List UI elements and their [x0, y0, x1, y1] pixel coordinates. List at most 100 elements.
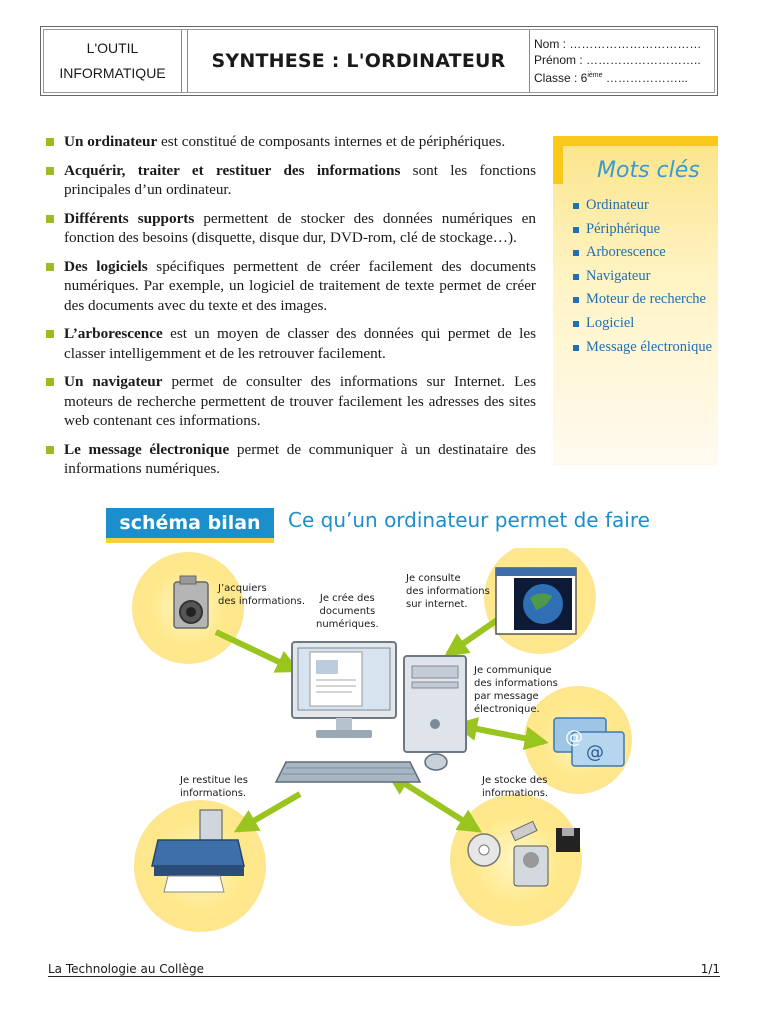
arrow-internet [444, 615, 502, 657]
bullet-square-icon [46, 445, 54, 454]
list-item-text: permet de consulter des informations sur… [64, 373, 536, 429]
schema-title: Ce qu’un ordinateur permet de faire [288, 508, 650, 532]
label-line: Je consulte [406, 573, 461, 584]
mouse-icon [424, 753, 448, 771]
label-consult: Je consulte des informations sur interne… [406, 572, 490, 611]
storage-icon [467, 820, 580, 887]
keywords-box: Mots clés Ordinateur Périphérique Arbore… [553, 136, 718, 466]
list-item-bold: Un navigateur [64, 373, 163, 390]
svg-text:@: @ [565, 727, 583, 748]
list-item-bold: Des logiciels [64, 257, 148, 275]
list-item-bold: L’arborescence [64, 325, 163, 342]
label-line: J’acquiers [218, 583, 267, 594]
label-line: par message [474, 691, 539, 702]
label-line: des informations [474, 678, 558, 689]
bullet-square-icon [46, 330, 54, 338]
label-line: informations. [482, 788, 549, 799]
header-frame: L'OUTIL INFORMATIQUE SYNTHESE : L'ORDINA… [43, 29, 715, 93]
list-item-text: permettent de stocker des données numéri… [64, 209, 537, 247]
keyword-item: Navigateur [573, 265, 712, 289]
student-info: Nom : …………………………… Prénom : ……………………….. C… [530, 30, 714, 92]
list-item-bold: Le message électronique [64, 440, 230, 458]
list-item-text: est un moyen de classer des données qui … [64, 325, 536, 362]
header-subject-line1: L'OUTIL [86, 40, 139, 56]
bullet-square-icon [46, 262, 54, 271]
monitor-icon [291, 641, 397, 738]
label-acquire: J’acquiers des informations. [218, 582, 305, 608]
label-line: documents [319, 606, 376, 617]
nom-field: Nom : …………………………… [534, 37, 702, 51]
label-store: Je stocke des informations. [482, 774, 548, 800]
label-line: informations. [180, 788, 247, 799]
label-create: Je crée des documents numériques. [316, 592, 379, 631]
list-item: Un navigateur permet de consulter des in… [46, 372, 536, 431]
keyword-item: Arborescence [573, 241, 712, 265]
bullet-square-icon [46, 166, 54, 175]
page-title: SYNTHESE : L'ORDINATEUR [188, 30, 530, 92]
list-item: L’arborescence est un moyen de classer d… [46, 324, 536, 363]
keywords-top-bar [553, 136, 718, 146]
label-line: numériques. [316, 619, 379, 630]
bullet-square-icon [46, 378, 54, 386]
list-item-text: permet de communiquer à un destinataire … [64, 440, 537, 478]
footer-left: La Technologie au Collège [48, 962, 205, 976]
keyword-item: Périphérique [573, 218, 712, 242]
keywords-side-bar [553, 136, 563, 184]
tower-icon [403, 655, 467, 753]
prenom-field: Prénom : ……………………….. [534, 53, 701, 67]
label-line: Je crée des [319, 593, 375, 604]
classe-suffix: ………………... [602, 71, 688, 85]
label-line: des informations [406, 586, 490, 597]
list-item: Un ordinateur est constitué de composant… [46, 132, 536, 152]
label-line: électronique. [474, 704, 540, 715]
summary-list: Un ordinateur est constitué de composant… [46, 132, 536, 488]
arrow-camera [214, 629, 301, 673]
page-footer: La Technologie au Collège 1/1 [48, 961, 720, 977]
label-line: des informations. [218, 596, 305, 607]
keyboard-icon [274, 761, 422, 783]
label-line: Je stocke des [482, 775, 548, 786]
page-number: 1/1 [700, 962, 720, 976]
keyword-item: Ordinateur [573, 194, 712, 218]
list-item: Des logiciels spécifiques permettent de … [46, 257, 536, 316]
label-restitute: Je restitue les informations. [180, 774, 248, 800]
list-item-bold: Un ordinateur [64, 133, 158, 150]
header-subject-line2: INFORMATIQUE [59, 65, 166, 81]
list-item-bold: Acquérir, traiter et restituer des infor… [64, 161, 401, 179]
keyword-item: Message électronique [573, 336, 712, 360]
label-line: Je restitue les [180, 775, 248, 786]
printer-icon [151, 809, 245, 893]
keyword-item: Moteur de recherche [573, 288, 712, 312]
camera-icon [173, 575, 209, 629]
classe-prefix: Classe : 6 [534, 71, 588, 85]
list-item: Acquérir, traiter et restituer des infor… [46, 161, 536, 200]
keywords-list: Ordinateur Périphérique Arborescence Nav… [573, 194, 712, 359]
keywords-title: Mots clés [597, 158, 700, 183]
list-item: Différents supports permettent de stocke… [46, 209, 536, 248]
keyword-item: Logiciel [573, 312, 712, 336]
list-item-text: sont les fonctions principales d’un ordi… [64, 161, 536, 199]
classe-field: Classe : 6ième ………………... [534, 68, 688, 86]
classe-sup: ième [587, 72, 603, 79]
diagram-drawing: @ @ [132, 548, 632, 932]
label-line: sur internet. [406, 599, 468, 610]
header-subject: L'OUTIL INFORMATIQUE [44, 30, 182, 92]
bullet-square-icon [46, 214, 54, 223]
arrow-storage [385, 771, 483, 833]
list-item-text: spécifiques permettent de créer facileme… [64, 257, 536, 314]
header-spacer [182, 30, 188, 92]
computer-diagram: @ @ J’acquiers des informations. Je crée… [120, 548, 640, 938]
arrow-email [453, 717, 549, 751]
browser-globe-icon [495, 567, 577, 635]
svg-text:@: @ [586, 742, 604, 763]
header-table: L'OUTIL INFORMATIQUE SYNTHESE : L'ORDINA… [40, 26, 718, 96]
list-item: Le message électronique permet de commun… [46, 440, 536, 479]
schema-badge: schéma bilan [106, 508, 274, 538]
arrow-printer [233, 791, 302, 833]
email-icon: @ @ [553, 717, 625, 767]
label-communicate: Je communique des informations par messa… [474, 664, 558, 716]
list-item-text: est constitué de composants internes et … [157, 133, 506, 150]
label-line: Je communique [474, 665, 552, 676]
list-item-bold: Différents supports [64, 209, 195, 227]
bullet-square-icon [46, 138, 54, 146]
